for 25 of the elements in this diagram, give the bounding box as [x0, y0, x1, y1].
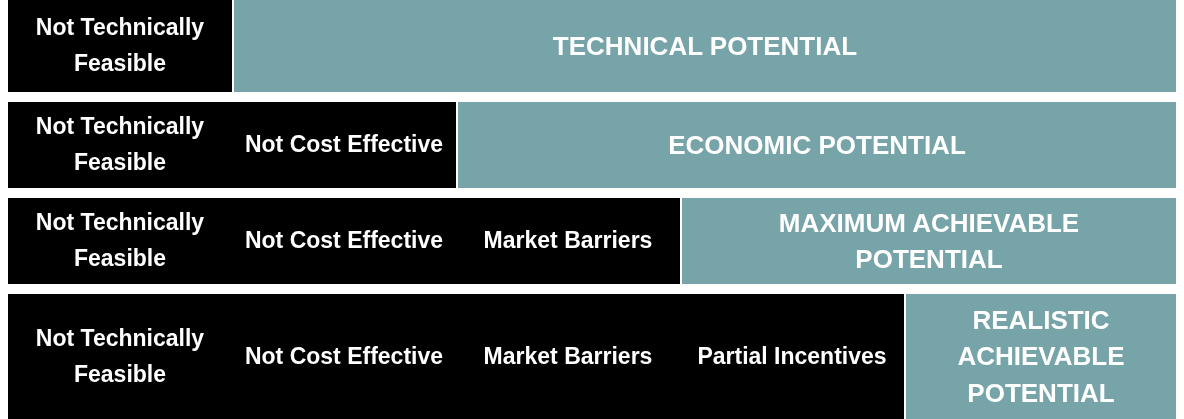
segment-label: Not Technically Feasible [34, 13, 206, 78]
potential-segment [682, 198, 1176, 284]
segment-label: Market Barriers [483, 226, 653, 256]
excluded-segment [680, 294, 904, 419]
excluded-segment [8, 294, 232, 419]
segment-label: ECONOMIC POTENTIAL [668, 128, 966, 162]
segment-label: Not Cost Effective [244, 341, 444, 371]
excluded-segment [8, 102, 232, 188]
potential-segment [234, 0, 1176, 92]
excluded-segment [8, 198, 232, 284]
segment-label: REALISTIC ACHIEVABLE POTENTIAL [956, 303, 1126, 410]
segment-label: MAXIMUM ACHIEVABLE POTENTIAL [777, 206, 1081, 276]
segment-label: Not Cost Effective [244, 130, 444, 160]
segment-label: TECHNICAL POTENTIAL [552, 29, 858, 63]
excluded-segment [232, 102, 456, 188]
segment-label: Not Technically Feasible [34, 208, 206, 273]
segment-label: Partial Incentives [697, 341, 887, 371]
excluded-segment [8, 0, 232, 92]
potential-segment [906, 294, 1176, 419]
segment-label: Not Technically Feasible [34, 112, 206, 177]
segment-label: Not Technically Feasible [34, 323, 206, 389]
excluded-segment [456, 198, 680, 284]
segment-label: Not Cost Effective [244, 226, 444, 256]
potential-segment [458, 102, 1176, 188]
segment-label: Market Barriers [483, 341, 653, 371]
